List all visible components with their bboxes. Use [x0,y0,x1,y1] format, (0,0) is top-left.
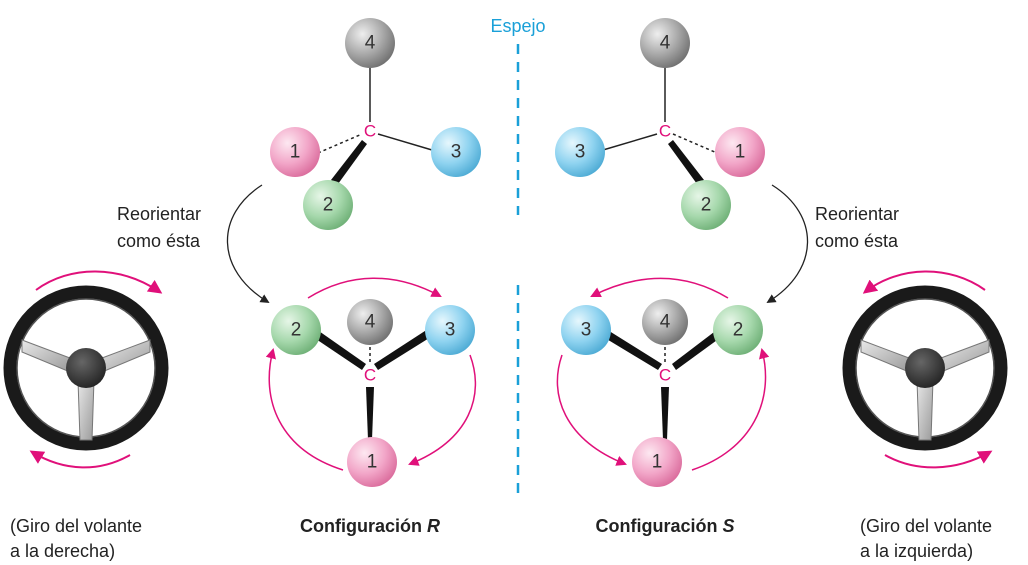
atom-1 [270,127,320,177]
svg-text:4: 4 [660,312,671,333]
steering-wheel-left [3,270,169,469]
svg-text:4: 4 [365,33,376,54]
atom-4 [640,18,690,68]
svg-text:1: 1 [290,142,301,163]
config-letter-r: R [427,516,440,536]
carbon-label: C [659,122,671,141]
wheel-caption-left: (Giro del volante [10,516,142,536]
mirror-label: Espejo [490,16,545,36]
atom-1 [715,127,765,177]
atom-3 [425,305,475,355]
atom-1 [347,437,397,487]
atom-3 [561,305,611,355]
svg-text:1: 1 [652,452,663,473]
reorient-label-right: Reorientar [815,204,899,224]
molecule-top-right: 4 3 1 2 C [555,18,765,230]
svg-text:3: 3 [581,320,592,341]
molecule-bottom-right: 4 3 2 1 C [556,277,770,487]
svg-text:1: 1 [367,452,378,473]
wheel-caption-right-2: a la izquierda) [860,541,973,561]
reorient-label-left: Reorientar [117,204,201,224]
molecule-bottom-left: 4 2 3 1 C [265,277,477,487]
atom-1 [632,437,682,487]
svg-text:2: 2 [733,320,744,341]
atom-4 [345,18,395,68]
atom-4 [347,299,393,345]
carbon-label: C [659,366,671,385]
reorient-arrow-left [226,184,270,303]
atom-2 [681,180,731,230]
reorient-arrow-right [766,184,809,303]
svg-text:2: 2 [291,320,302,341]
svg-text:2: 2 [701,195,712,216]
atom-2 [303,180,353,230]
svg-text:4: 4 [660,33,671,54]
wheel-caption-left-2: a la derecha) [10,541,115,561]
reorient-label-right-2: como ésta [815,231,899,251]
svg-text:3: 3 [451,142,462,163]
atom-3 [431,127,481,177]
atom-2 [271,305,321,355]
atom-2 [713,305,763,355]
svg-text:3: 3 [445,320,456,341]
carbon-label: C [364,122,376,141]
carbon-label: C [364,366,376,385]
wheel-caption-right: (Giro del volante [860,516,992,536]
config-letter-s: S [723,516,735,536]
atom-3 [555,127,605,177]
molecule-top-left: 4 1 3 2 C [270,18,481,230]
config-label-s: Configuración S [595,516,734,536]
svg-text:3: 3 [575,142,586,163]
steering-wheel-right [842,270,1008,469]
svg-text:1: 1 [735,142,746,163]
svg-text:4: 4 [365,312,376,333]
config-label-r: Configuración R [300,516,440,536]
svg-text:2: 2 [323,195,334,216]
reorient-label-left-2: como ésta [117,231,201,251]
atom-4 [642,299,688,345]
